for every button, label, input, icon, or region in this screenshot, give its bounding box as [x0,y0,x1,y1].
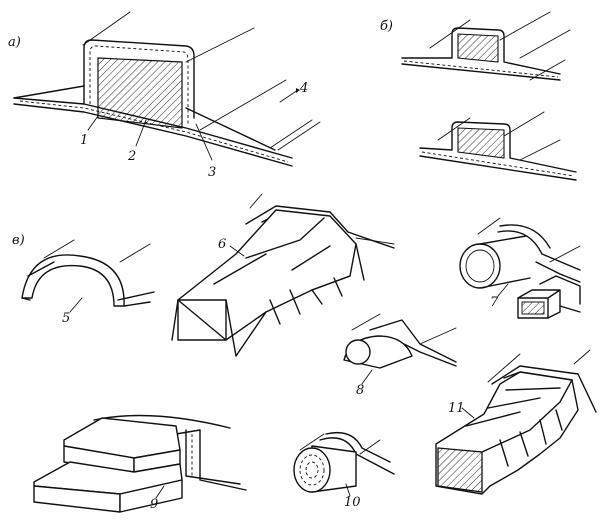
label-section-b: б) [380,19,393,34]
label-11: 11 [448,401,465,416]
label-1: 1 [80,133,88,148]
label-6: 6 [218,237,226,252]
label-section-a: а) [8,35,21,50]
label-4: 4 [299,81,308,96]
figure-7-tube-and-box-stiffeners: 7 [459,217,581,319]
label-section-v: в) [12,233,25,248]
label-10: 10 [344,495,361,510]
figure-10-cylinder-stiffener: 10 [293,431,395,510]
label-3: 3 [208,165,216,180]
label-9: 9 [150,497,158,512]
figure-11-curved-beam-stiffener: 11 [435,349,597,495]
label-2: 2 [127,149,136,164]
figure-8-half-round-stiffener: 8 [343,313,457,398]
label-7: 7 [490,295,499,310]
figure-a-stiffener: а) 1 2 3 4 [8,11,321,180]
figure-5-arch-stiffener: 5 [21,239,155,326]
figure-6-channel-stiffener: 6 [171,193,395,357]
figure-9-stepped-block-stiffener: 9 [33,414,247,513]
label-8: 8 [356,383,364,398]
label-5: 5 [62,311,70,326]
figure-b-stiffeners: б) [380,11,577,181]
